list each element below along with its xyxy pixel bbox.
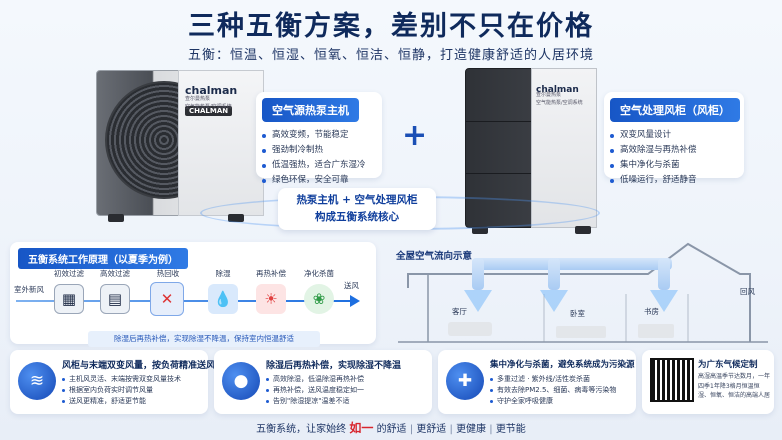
list-item: 有效去除PM2.5、细菌、病毒等污染物 xyxy=(490,385,616,396)
qr-code-icon[interactable] xyxy=(650,358,694,402)
list-item: 多重过滤 · 紫外线/活性炭杀菌 xyxy=(490,374,616,385)
return-air-label: 回风 xyxy=(740,287,755,296)
machine-foot xyxy=(108,214,124,222)
list-item: 强劲制冷制热 xyxy=(262,143,382,158)
list-item: 再热补偿，送风温度稳定如一 xyxy=(266,385,364,396)
feature-title: 风柜与末端双变风量，按负荷精准送风 xyxy=(62,361,216,371)
footer-suffix: 的舒适 xyxy=(376,424,407,435)
feature-card-purify: ✚ 集中净化与杀菌，避免系统成为污染源 多重过滤 · 紫外线/活性炭杀菌 有效去… xyxy=(438,350,636,414)
outlet-label: 送风 xyxy=(344,281,359,290)
stage-label: 除湿 xyxy=(215,269,231,278)
machine-foot xyxy=(472,226,488,234)
feature-card-dehumidify: ● 除湿后再热补偿，实现除湿不降温 高效除湿，低温除湿再热补偿 再热补偿，送风温… xyxy=(214,350,432,414)
qr-tag: 为广东气候定制 xyxy=(698,360,758,370)
footer-prefix: 五衡系统，让家始终 xyxy=(256,424,347,435)
stage-label: 热回收 xyxy=(156,269,180,278)
footer-tag: 更舒适 xyxy=(416,424,447,435)
feature-list: 多重过滤 · 紫外线/活性炭杀菌 有效去除PM2.5、细菌、病毒等污染物 守护全… xyxy=(490,374,616,407)
water-drop-icon: 💧 xyxy=(208,284,238,314)
page-title: 三种五衡方案，差别不只在价格 xyxy=(188,11,594,42)
sun-icon: ☀ xyxy=(256,284,286,314)
footer-slogan: 五衡系统，让家始终 如一 的舒适 | 更舒适 | 更健康 | 更节能 xyxy=(256,421,526,435)
room-label-living: 客厅 xyxy=(452,307,467,316)
stage-label: 高效过滤 xyxy=(100,269,130,278)
heat-pump-front-panel: chalman CHALMAN 查尔曼热泵 空气能热泵/空调系统 xyxy=(178,70,264,216)
list-item: 高效除湿，低温除湿再热补偿 xyxy=(266,374,364,385)
qr-card: 为广东气候定制 高湿高温季节达数月，一年四季1年降3格月恒温恒湿、恒氧、恒洁的高… xyxy=(642,350,774,414)
shield-plus-icon: ✚ xyxy=(446,362,484,400)
core-line-1: 热泵主机 + 空气处理风柜 xyxy=(296,194,418,206)
list-item: 根据室内负荷实时调节风量 xyxy=(62,385,181,396)
brand-plate: CHALMAN xyxy=(185,106,233,116)
brand-logo: chalman xyxy=(185,84,238,97)
footer-emphasis: 如一 xyxy=(349,421,374,435)
machine-foot xyxy=(575,226,591,234)
air-handler-front-panel: chalman 查尔曼热泵 空气能热泵/空调系统 xyxy=(531,68,597,228)
list-item: 低温强热，适合广东湿冷 xyxy=(262,158,382,173)
feature-list: 主机风灵活、末端按需双变风量技术 根据室内负荷实时调节风量 送风更精准，舒适更节… xyxy=(62,374,181,407)
list-item: 送风更精准，舒适更节能 xyxy=(62,396,181,407)
list-item: 告别"除湿提凉"温差不适 xyxy=(266,396,364,407)
principle-title: 五衡系统工作原理（以夏季为例） xyxy=(18,248,188,269)
inlet-label: 室外新风 xyxy=(14,285,44,294)
air-duct xyxy=(472,258,672,270)
list-item: 集中净化与杀菌 xyxy=(610,158,744,173)
list-item: 绿色环保，安全可靠 xyxy=(262,173,382,188)
air-duct xyxy=(472,258,484,290)
wind-icon: ≋ xyxy=(18,362,56,400)
air-handler-feature-list: 双变风量设计 高效除湿与再热补偿 集中净化与杀菌 低噪运行，舒适静音 xyxy=(610,128,744,188)
air-vent-icon xyxy=(464,290,492,312)
feature-card-airflow: ≋ 风柜与末端双变风量，按负荷精准送风 主机风灵活、末端按需双变风量技术 根据室… xyxy=(10,350,215,414)
list-item: 双变风量设计 xyxy=(610,128,744,143)
heat-pump-spec-card: 空气源热泵主机 高效变频，节能稳定 强劲制冷制热 低温强热，适合广东湿冷 绿色环… xyxy=(256,92,382,185)
house-title: 全屋空气流向示意 xyxy=(396,251,473,262)
heat-recovery-icon: ✕ xyxy=(150,282,184,316)
brand-logo: chalman xyxy=(536,85,579,95)
list-item: 高效除湿与再热补偿 xyxy=(610,143,744,158)
air-duct xyxy=(658,258,670,290)
feature-title: 除湿后再热补偿，实现除湿不降温 xyxy=(266,361,402,371)
heat-pump-title: 空气源热泵主机 xyxy=(262,98,359,122)
droplet-icon: ● xyxy=(222,362,260,400)
feature-list: 高效除湿，低温除湿再热补偿 再热补偿，送风温度稳定如一 告别"除湿提凉"温差不适 xyxy=(266,374,364,407)
page-subtitle: 五衡：恒温、恒湿、恒氧、恒洁、恒静，打造健康舒适的人居环境 xyxy=(187,48,594,63)
footer-tag: 更节能 xyxy=(495,424,526,435)
working-principle-panel: 五衡系统工作原理（以夏季为例） 室外新风 送风 初效过滤 ▦ 高效过滤 ▤ 热回… xyxy=(10,242,376,344)
brand-cn: 查尔曼热泵 xyxy=(185,96,211,102)
air-vent-icon xyxy=(650,290,678,312)
stage-label: 初效过滤 xyxy=(54,269,84,278)
house-diagram xyxy=(388,238,778,346)
list-item: 主机风灵活、末端按需双变风量技术 xyxy=(62,374,181,385)
core-line-2: 构成五衡系统核心 xyxy=(315,211,399,223)
house-outline xyxy=(398,242,768,343)
leaf-icon: ❀ xyxy=(304,284,334,314)
air-handler-title: 空气处理风柜（风柜） xyxy=(610,98,740,122)
room-label-study: 书房 xyxy=(644,307,659,316)
air-duct xyxy=(548,258,560,290)
room-label-bedroom: 卧室 xyxy=(570,309,585,318)
airflow-arrow xyxy=(16,300,352,302)
stage-label: 净化杀菌 xyxy=(304,269,334,278)
arrow-head-icon xyxy=(350,295,360,307)
stage-label: 再热补偿 xyxy=(256,269,286,278)
footer-tag: 更健康 xyxy=(456,424,487,435)
heat-pump-feature-list: 高效变频，节能稳定 强劲制冷制热 低温强热，适合广东湿冷 绿色环保，安全可靠 xyxy=(262,128,382,188)
filter-icon: ▦ xyxy=(54,284,84,314)
brand-cn: 查尔曼热泵 xyxy=(536,92,562,98)
list-item: 低噪运行，舒适静音 xyxy=(610,173,744,188)
air-vent-icon xyxy=(540,290,568,312)
system-core-box: 热泵主机 + 空气处理风柜 构成五衡系统核心 xyxy=(278,188,436,230)
feature-title: 集中净化与杀菌，避免系统成为污染源 xyxy=(490,360,635,370)
principle-note: 除湿后再热补偿，实现除湿不降温，保持室内恒温舒适 xyxy=(88,331,320,347)
qr-description: 高湿高温季节达数月，一年四季1年降3格月恒温恒湿、恒氧、恒洁的高端人居 xyxy=(698,373,771,399)
hepa-filter-icon: ▤ xyxy=(100,284,130,314)
list-item: 高效变频，节能稳定 xyxy=(262,128,382,143)
list-item: 守护全家呼吸健康 xyxy=(490,396,616,407)
brand-sub: 空气能热泵/空调系统 xyxy=(536,100,583,106)
brand-sub: 空气能热泵/空调系统 xyxy=(185,104,232,110)
air-handler-spec-card: 空气处理风柜（风柜） 双变风量设计 高效除湿与再热补偿 集中净化与杀菌 低噪运行… xyxy=(604,92,744,185)
plus-icon: + xyxy=(402,118,428,153)
